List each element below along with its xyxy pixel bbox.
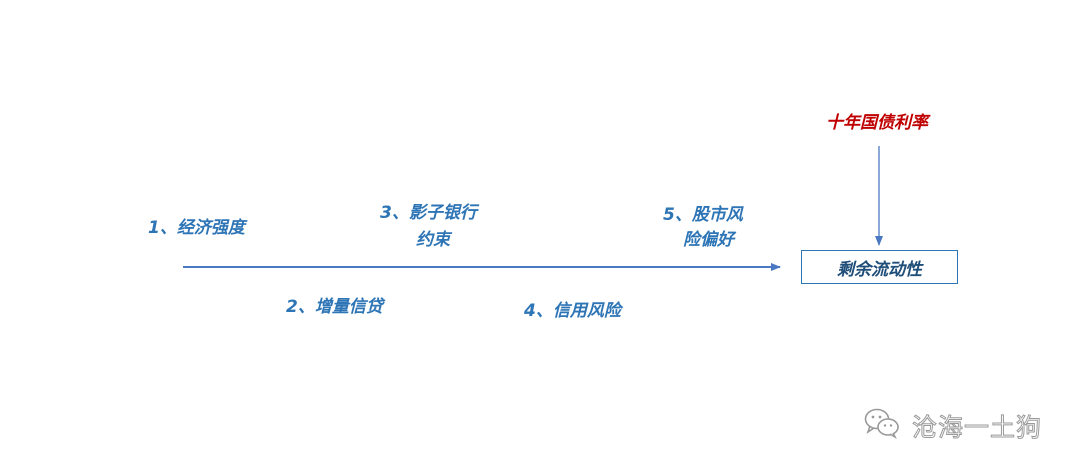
wechat-icon [864, 408, 899, 439]
label-credit-risk: 4、信用风险 [524, 301, 621, 321]
label-ten-year-bond-yield: 十年国债利率 [826, 113, 928, 133]
watermark-text: 沧海一土狗 [911, 413, 1043, 443]
label-stock-risk-line1: 5、股市风 [663, 205, 743, 225]
residual-liquidity-label: 剩余流动性 [837, 259, 922, 280]
label-incremental-credit: 2、增量信贷 [286, 297, 383, 317]
label-shadow-bank-line2: 约束 [416, 230, 450, 250]
label-economy-strength: 1、经济强度 [148, 218, 245, 238]
residual-liquidity-box: 剩余流动性 [801, 250, 958, 284]
label-stock-risk-line2: 险偏好 [683, 230, 734, 250]
label-shadow-bank-line1: 3、影子银行 [380, 203, 477, 223]
